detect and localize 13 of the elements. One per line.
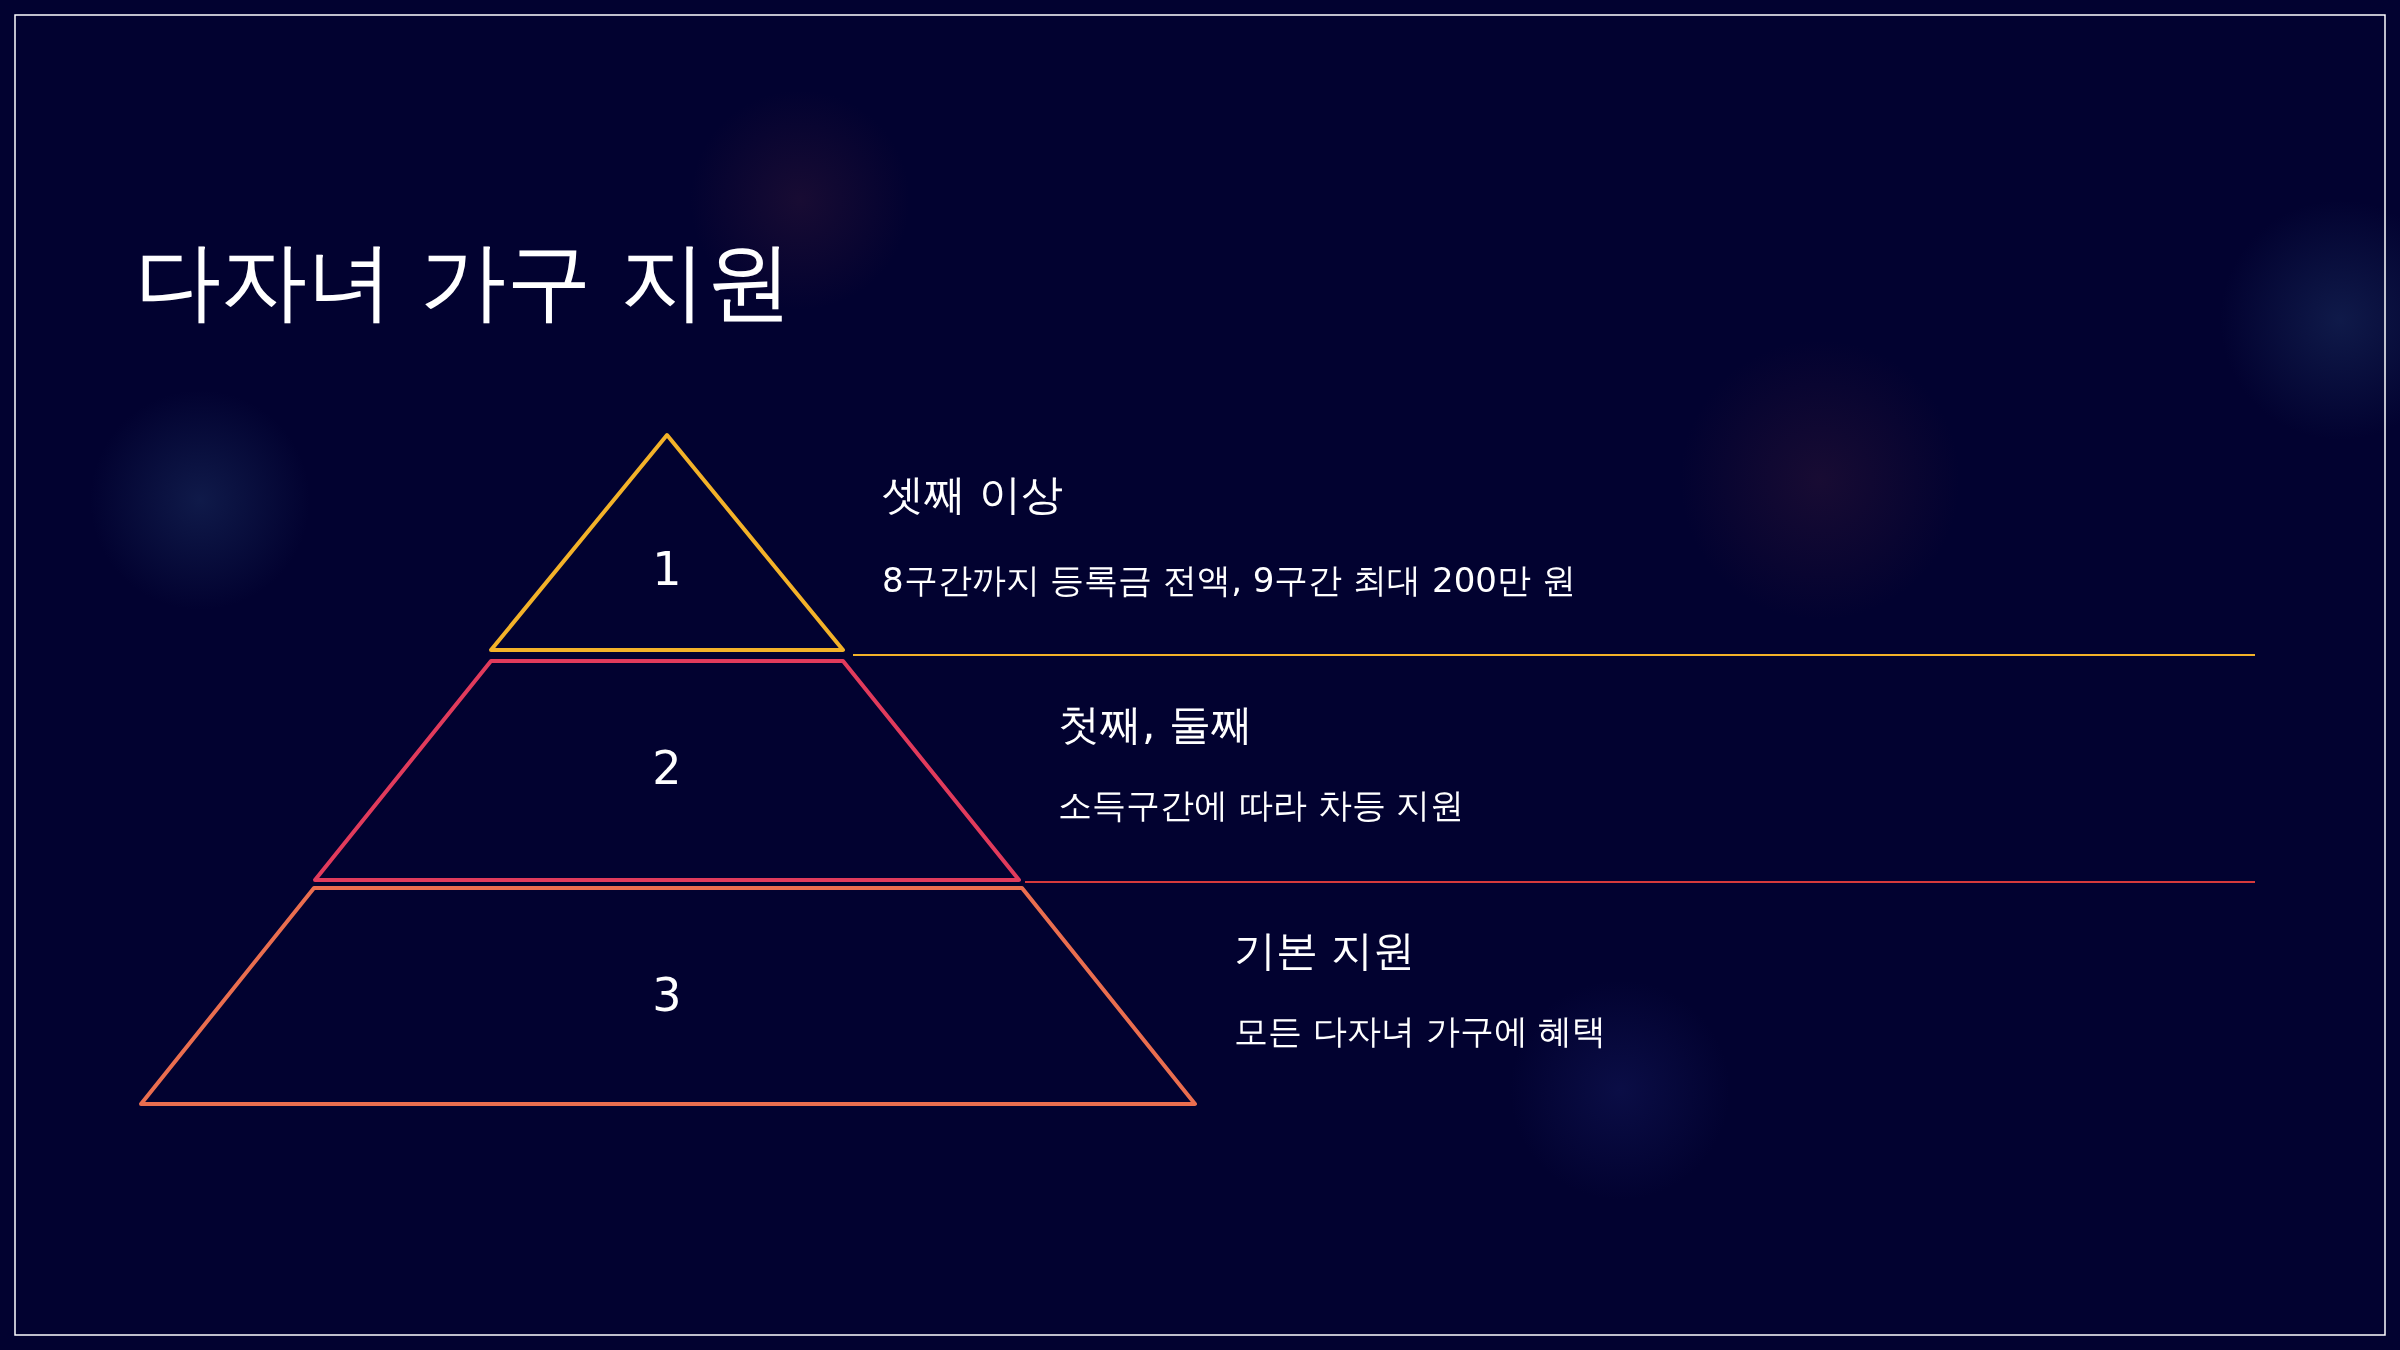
tier-number: 1 bbox=[652, 542, 682, 596]
tier-heading: 셋째 이상 bbox=[882, 470, 1064, 521]
tier-number: 2 bbox=[652, 741, 682, 795]
triangle-tier bbox=[491, 435, 843, 650]
tier-description: 소득구간에 따라 차등 지원 bbox=[1058, 785, 1465, 826]
tier-description: 8구간까지 등록금 전액, 9구간 최대 200만 원 bbox=[882, 560, 1576, 601]
tier-number: 3 bbox=[652, 968, 682, 1022]
slide-title: 다자녀 가구 지원 bbox=[135, 230, 792, 333]
tier-heading: 기본 지원 bbox=[1234, 926, 1416, 977]
trapezoid-tier bbox=[315, 661, 1019, 880]
tier-heading: 첫째, 둘째 bbox=[1058, 700, 1253, 751]
tier-description: 모든 다자녀 가구에 혜택 bbox=[1234, 1011, 1607, 1052]
trapezoid-tier bbox=[141, 888, 1195, 1104]
